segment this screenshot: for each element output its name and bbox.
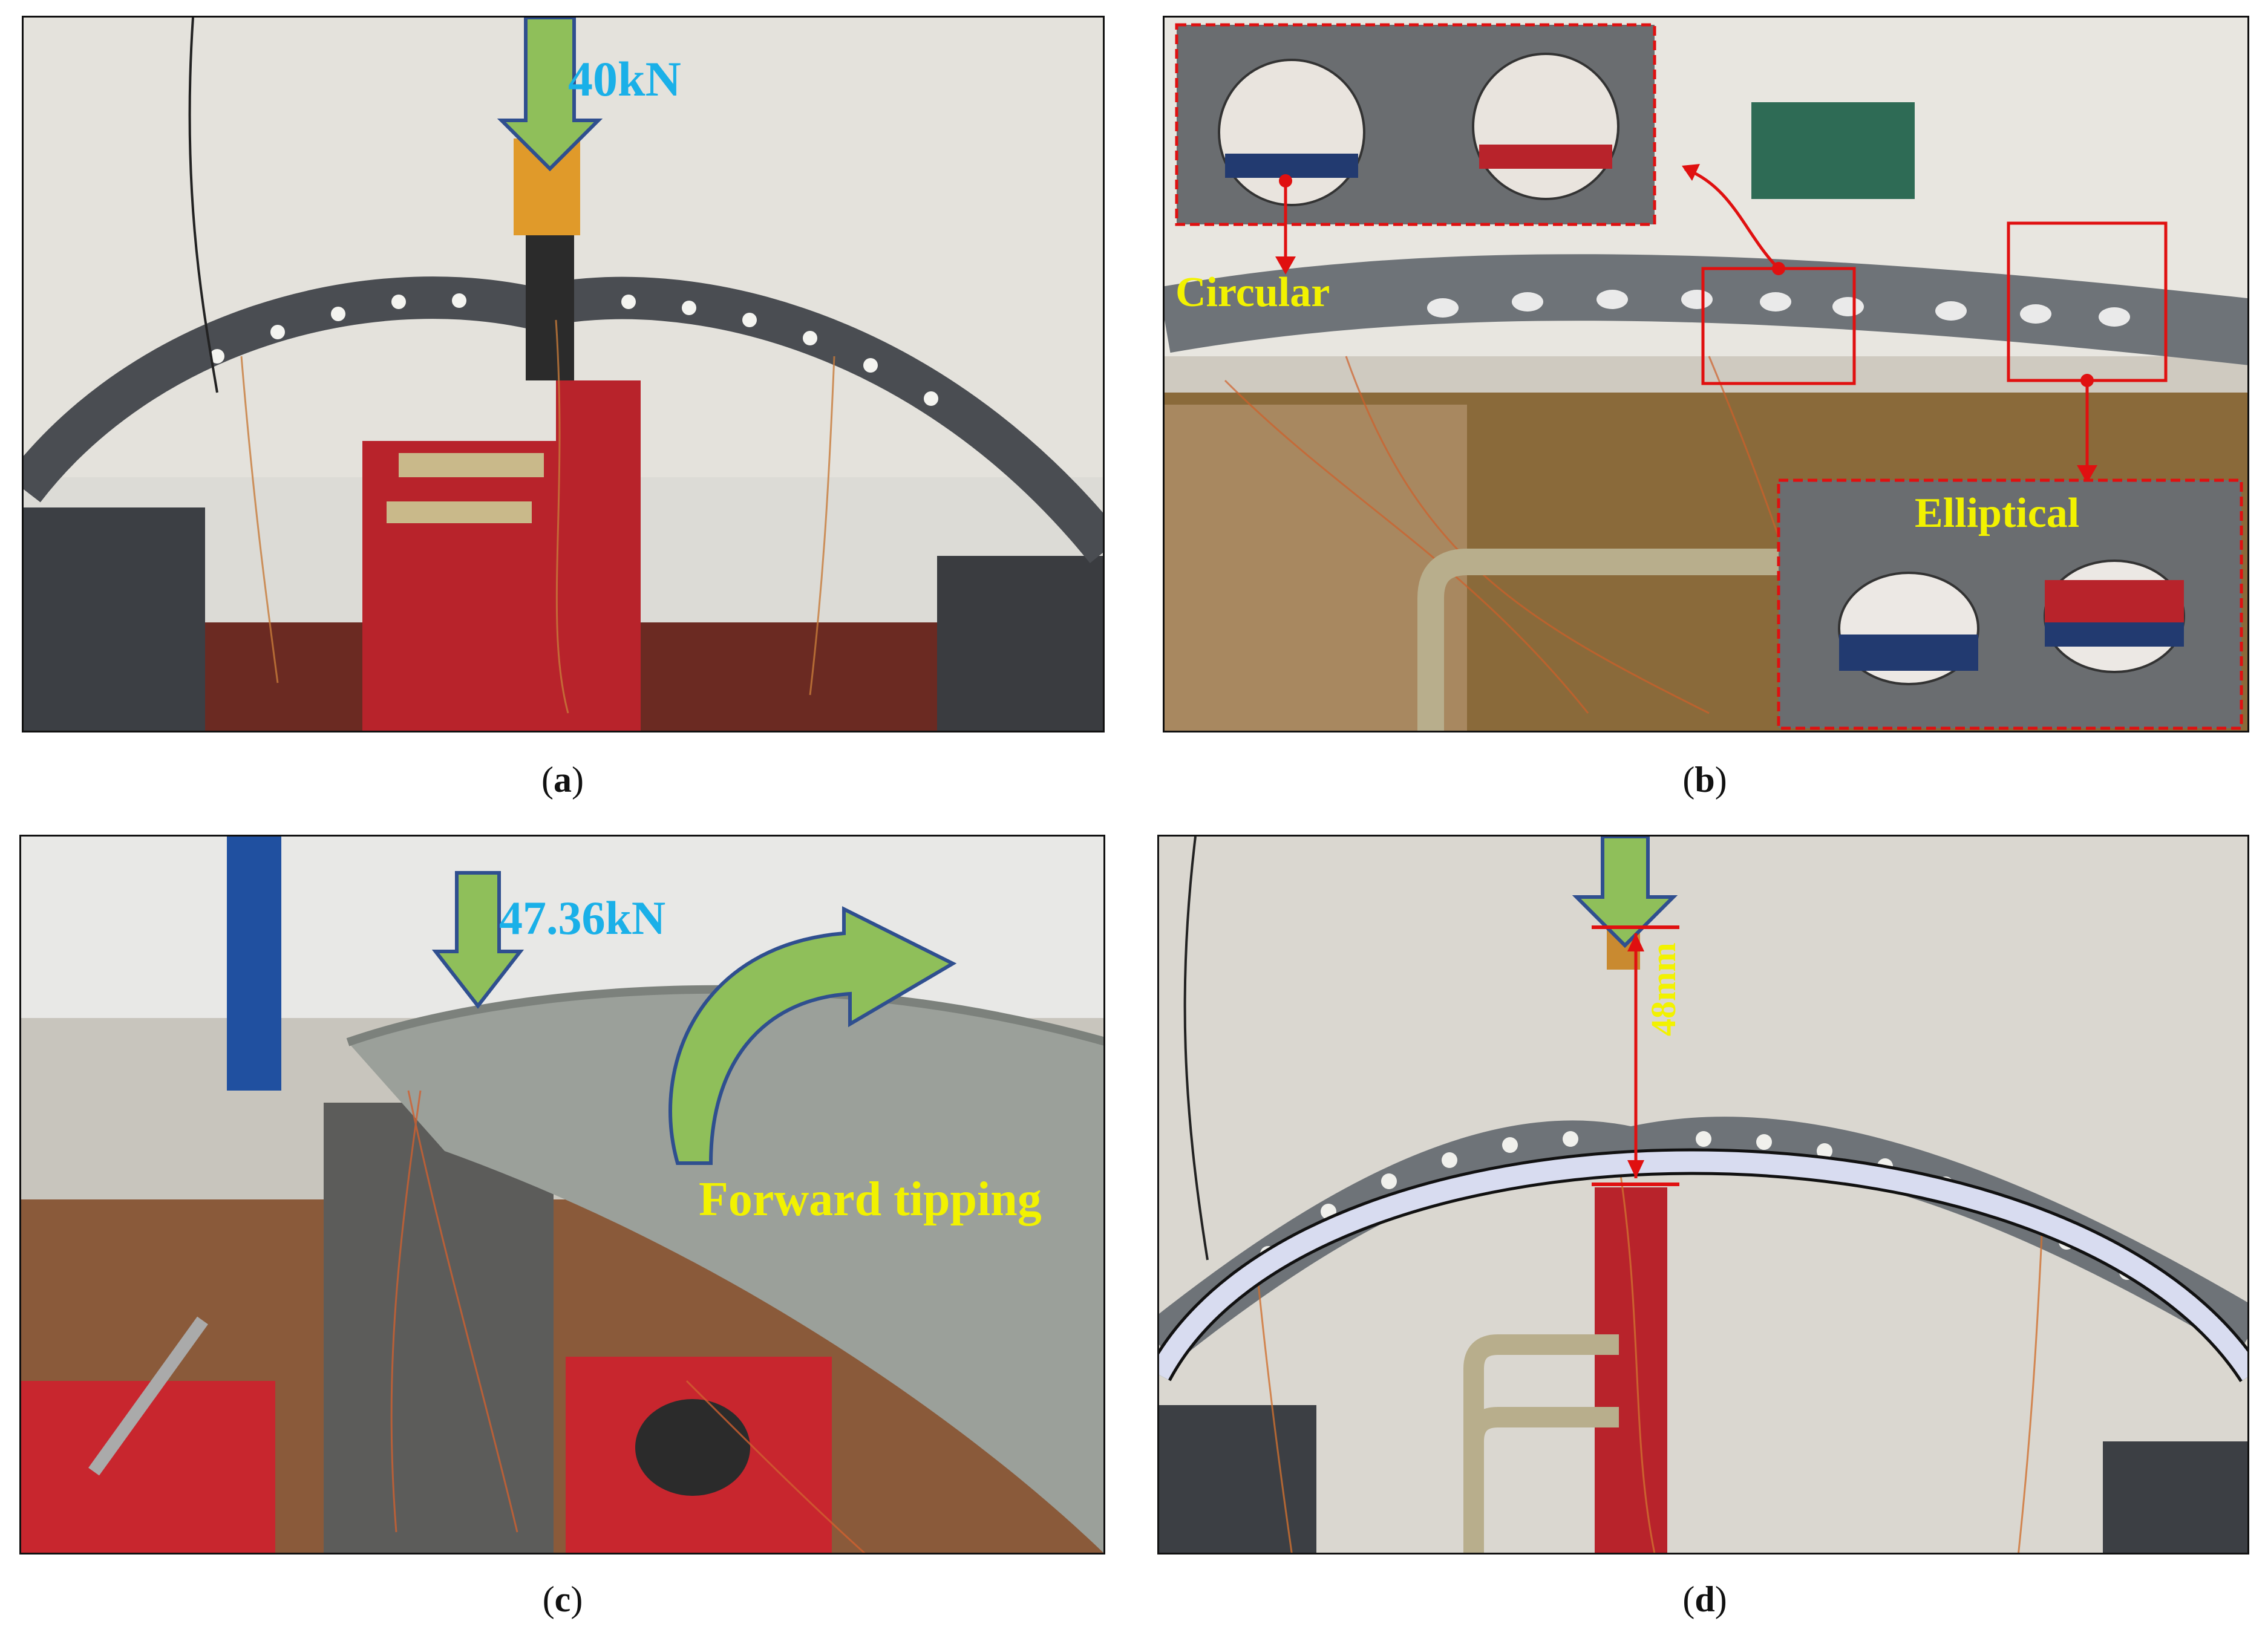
tipping-label: Forward tipping: [699, 1173, 1042, 1226]
load-arrow-icon: [431, 871, 525, 1009]
panel-a-photo: 40kN: [22, 16, 1105, 732]
caption-b: (b): [1682, 760, 1727, 800]
red-loading-frame: [362, 441, 556, 731]
displacement-label: 48mm: [1644, 942, 1683, 1036]
load-arrow-icon: [1572, 837, 1678, 948]
panel-a-scene: [24, 18, 1103, 731]
tipping-arrow-icon: [668, 906, 957, 1165]
panel-c-photo: 47.36kN Forward tipping: [19, 835, 1105, 1555]
load-label: 47.36kN: [499, 892, 666, 944]
right-support-block: [937, 556, 1103, 731]
panel-d-photo: 48mm: [1157, 835, 2249, 1555]
perforated-beam: [1165, 254, 2247, 365]
caption-a: (a): [541, 760, 584, 800]
caption-c: (c): [542, 1579, 583, 1619]
circular-label: Circular: [1175, 269, 1330, 316]
load-label: 40kN: [568, 51, 681, 106]
panel-d-scene: [1159, 837, 2247, 1553]
elliptical-label: Elliptical: [1915, 490, 2080, 537]
caption-d: (d): [1682, 1579, 1727, 1619]
panel-c-scene: [21, 837, 1103, 1553]
load-arrow-icon: [497, 18, 603, 172]
blackboard: [1751, 102, 1915, 199]
original-arch-outline: [1159, 1151, 2247, 1381]
panel-b-photo: Circular Elliptical: [1163, 16, 2249, 732]
left-support-block: [24, 507, 205, 731]
tipped-beam: [348, 989, 1103, 1553]
red-column: [1595, 1187, 1667, 1553]
panel-b-scene: [1165, 18, 2247, 731]
blue-column: [227, 837, 281, 1091]
